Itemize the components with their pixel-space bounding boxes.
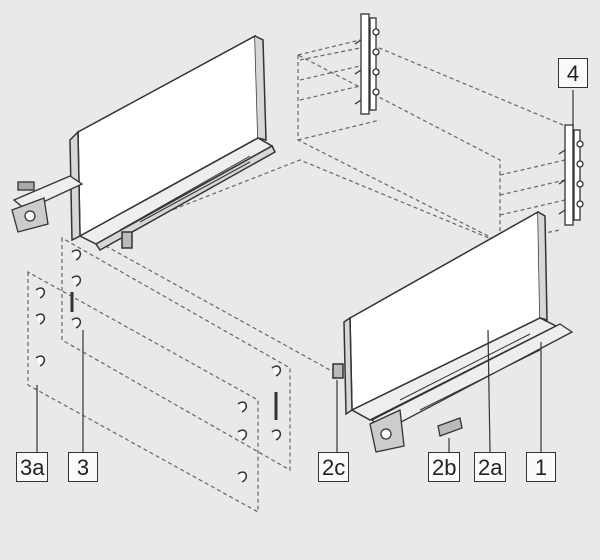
- right-drawer-side-2a: [332, 210, 558, 421]
- rear-mounting-bracket-right: [558, 124, 584, 226]
- rear-mounting-bracket-top: [354, 13, 380, 115]
- left-runner: [11, 175, 84, 233]
- callout-1: 1: [526, 452, 556, 482]
- front-fittings-3a: [35, 287, 248, 483]
- front-panel-3a: [27, 270, 259, 514]
- leader-lines: [36, 90, 574, 453]
- clip-2b: [437, 417, 463, 437]
- cabinet-outline: [297, 39, 576, 243]
- callout-3: 3: [68, 452, 98, 482]
- callout-3a: 3a: [16, 452, 49, 482]
- callout-2a: 2a: [474, 452, 507, 482]
- callout-2b: 2b: [428, 452, 461, 482]
- callout-2c: 2c: [318, 452, 350, 482]
- callout-4: 4: [558, 58, 588, 88]
- right-runner-1: [369, 323, 574, 453]
- front-fittings-3: [70, 249, 282, 441]
- front-panel-3: [61, 236, 291, 472]
- left-drawer-side: [69, 34, 276, 251]
